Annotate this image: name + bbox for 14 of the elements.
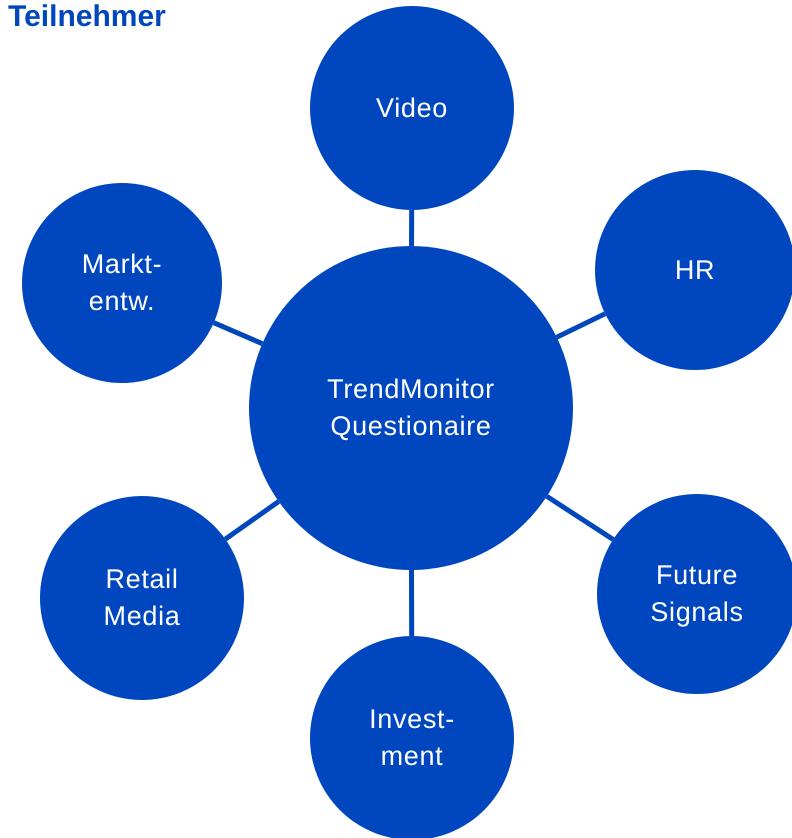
- connector-line: [409, 570, 414, 636]
- connector-line: [409, 210, 414, 246]
- connector-line: [556, 311, 606, 340]
- title: Teilnehmer: [8, 0, 166, 34]
- topic-label: Retail Media: [102, 563, 182, 633]
- topic-label: TrendMonitor Questionaire: [326, 373, 496, 443]
- connector-line: [212, 320, 264, 346]
- topic-label: Future Signals: [649, 559, 745, 629]
- connector-line: [545, 494, 615, 542]
- topic-label: HR: [674, 254, 716, 286]
- topic-label: Invest- ment: [368, 703, 456, 773]
- connector-line: [224, 499, 280, 542]
- topic-label: Video: [376, 92, 448, 124]
- topic-label: Markt- entw.: [80, 248, 164, 318]
